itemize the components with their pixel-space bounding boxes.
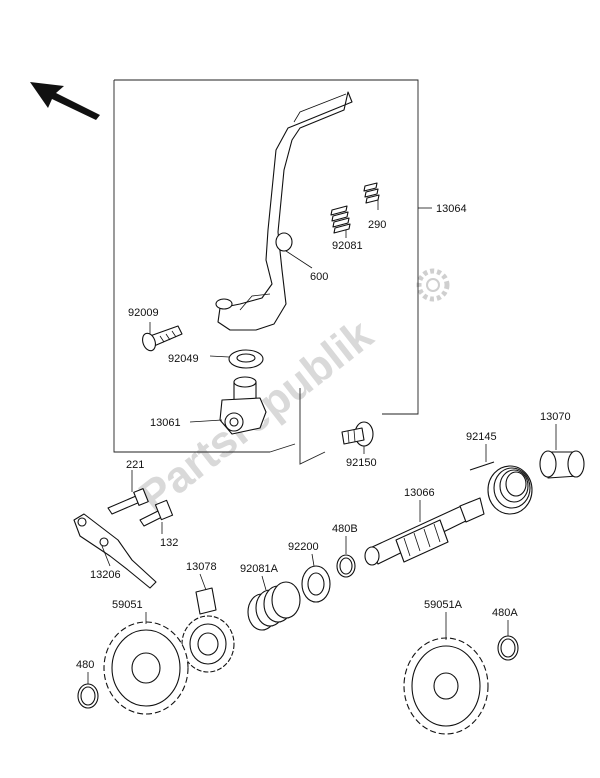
bolt-92150 xyxy=(341,421,374,447)
kick-shaft-13066 xyxy=(364,497,485,566)
washer-92200 xyxy=(301,565,331,603)
assembly-frame xyxy=(113,79,432,465)
spring-290 xyxy=(363,182,380,204)
label-92009: 92009 xyxy=(128,307,159,319)
bolt-132 xyxy=(139,499,174,527)
label-480: 480 xyxy=(76,659,94,671)
ball-600 xyxy=(275,232,293,252)
gear-59051 xyxy=(103,621,189,715)
label-92200: 92200 xyxy=(288,541,319,553)
label-132: 132 xyxy=(160,537,178,549)
washer-92049 xyxy=(228,349,264,369)
spring-92081 xyxy=(330,205,351,234)
label-600: 600 xyxy=(310,271,328,283)
front-direction-arrow-icon xyxy=(30,82,100,120)
label-13070: 13070 xyxy=(540,411,571,423)
label-13066: 13066 xyxy=(404,487,435,499)
circlip-480B xyxy=(336,554,356,578)
circlip-480A xyxy=(497,635,519,661)
label-13206: 13206 xyxy=(90,569,121,581)
leader-lines xyxy=(87,200,557,684)
part-labels: 13064 290 92081 600 92009 92049 13061 92… xyxy=(76,203,571,671)
label-13078: 13078 xyxy=(186,561,217,573)
label-221: 221 xyxy=(126,459,144,471)
label-92081: 92081 xyxy=(332,240,363,252)
label-92150: 92150 xyxy=(346,457,377,469)
label-480A: 480A xyxy=(492,607,518,619)
label-92081A: 92081A xyxy=(240,563,279,575)
guide-plate-13206 xyxy=(73,513,157,589)
torsion-spring-92145 xyxy=(469,461,533,515)
label-13061: 13061 xyxy=(150,417,181,429)
gear-watermark-icon xyxy=(416,268,450,302)
kick-boss-13061 xyxy=(219,376,267,435)
bolt-221 xyxy=(107,488,149,515)
label-290: 290 xyxy=(368,219,386,231)
label-59051: 59051 xyxy=(112,599,143,611)
bolt-92009 xyxy=(142,325,183,352)
guide-13070 xyxy=(539,450,585,479)
label-59051A: 59051A xyxy=(424,599,463,611)
label-480B: 480B xyxy=(332,523,358,535)
kick-pedal-lever xyxy=(215,91,353,331)
ratchet-13078 xyxy=(181,587,235,673)
spring-92081A xyxy=(247,581,301,631)
circlip-480 xyxy=(77,683,99,709)
label-92145: 92145 xyxy=(466,431,497,443)
gear-59051A xyxy=(403,637,489,735)
label-13064: 13064 xyxy=(436,203,467,215)
label-92049: 92049 xyxy=(168,353,199,365)
